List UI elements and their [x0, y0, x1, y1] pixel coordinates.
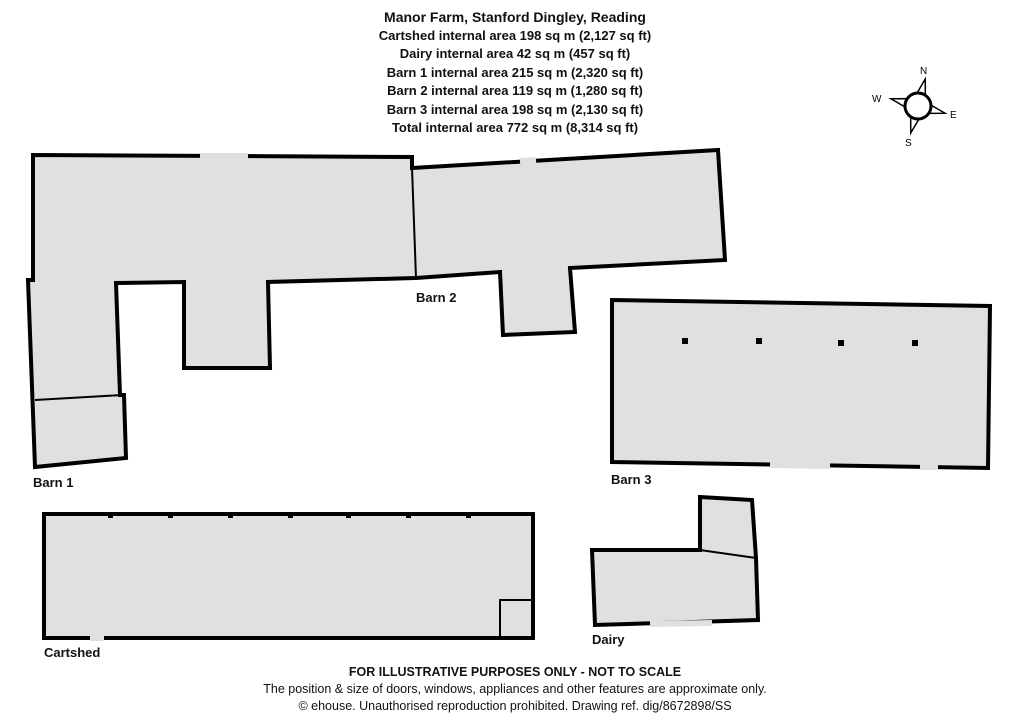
- area-barn1: Barn 1 internal area 215 sq m (2,320 sq …: [386, 64, 644, 80]
- disclaimer: FOR ILLUSTRATIVE PURPOSES ONLY - NOT TO …: [348, 665, 682, 679]
- area-barn3: Barn 3 internal area 198 sq m (2,130 sq …: [386, 101, 644, 117]
- compass-s: S: [905, 138, 912, 149]
- compass-n: N: [920, 66, 927, 77]
- dairy-partition: [699, 549, 757, 559]
- compass-e: E: [950, 110, 957, 121]
- window: [519, 157, 537, 164]
- room-label-barn3: Barn 3: [611, 472, 652, 487]
- area-barn2: Barn 2 internal area 119 sq m (1,280 sq …: [387, 83, 643, 98]
- barn3-outline: [610, 297, 993, 471]
- property-title: Manor Farm, Stanford Dingley, Reading: [384, 9, 646, 25]
- cartshed-posts: [108, 512, 471, 518]
- cartshed-store: [499, 599, 534, 639]
- compass-icon: N E S W: [872, 66, 957, 149]
- barn1-barn2-outline: [25, 147, 728, 470]
- door: [769, 462, 831, 469]
- barn3-posts: [682, 338, 918, 346]
- door: [649, 620, 713, 627]
- room-label-dairy: Dairy: [592, 632, 625, 647]
- room-label-barn2: Barn 2: [416, 290, 457, 305]
- area-total: Total internal area 772 sq m (8,314 sq f…: [391, 120, 639, 135]
- barn1-partition: [34, 394, 123, 401]
- compass-w: W: [872, 94, 882, 105]
- copyright: © ehouse. Unauthorised reproduction proh…: [298, 699, 732, 713]
- approximation-note: The position & size of doors, windows, a…: [263, 682, 767, 696]
- dairy-outline: [589, 494, 761, 628]
- footer: FOR ILLUSTRATIVE PURPOSES ONLY - NOT TO …: [200, 664, 830, 715]
- area-dairy: Dairy internal area 42 sq m (457 sq ft): [399, 46, 631, 61]
- room-label-cartshed: Cartshed: [44, 645, 101, 660]
- room-label-barn1: Barn 1: [33, 475, 74, 490]
- barn2-partition: [411, 167, 417, 279]
- header: Manor Farm, Stanford Dingley, Reading Ca…: [300, 8, 730, 138]
- cartshed-outline: [42, 512, 535, 640]
- area-cartshed: Cartshed internal area 198 sq m (2,127 s…: [378, 27, 652, 43]
